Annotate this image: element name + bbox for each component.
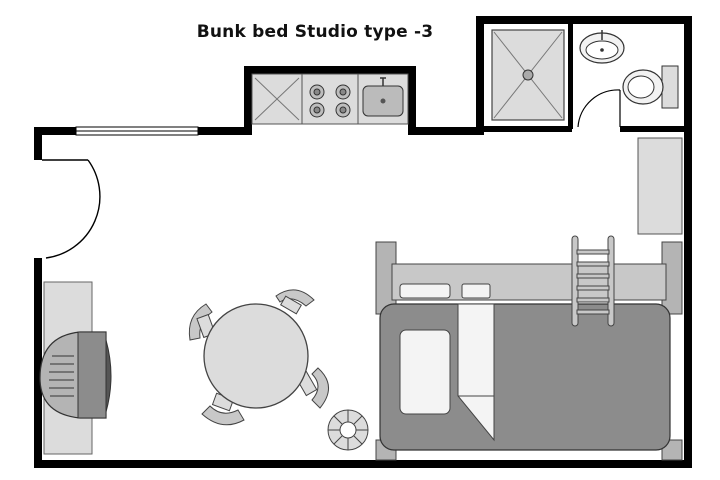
wall-left-upper (34, 127, 42, 160)
stove-burners-icon (301, 73, 359, 125)
wall-bath-top (476, 16, 692, 24)
bunk-bed-icon (375, 241, 683, 461)
wall-bath-right (684, 16, 692, 468)
round-table-icon (203, 303, 309, 409)
basin-icon (579, 30, 625, 64)
wall-kitchen-left (244, 66, 252, 135)
shower-tray-icon (491, 29, 565, 121)
counter-icon (251, 73, 303, 125)
toilet-icon (622, 65, 679, 109)
wall-bath-left (476, 16, 484, 135)
cabinet-icon (637, 137, 683, 235)
door-swing-icon (42, 159, 101, 259)
chair-icon (188, 289, 329, 426)
tv-icon (39, 281, 112, 455)
wall-shower-partition (568, 24, 573, 129)
wall-kitchen-top (244, 66, 416, 74)
window-icon (75, 126, 199, 136)
wall-left-lower (34, 258, 42, 468)
wall-bottom (34, 460, 692, 468)
wall-kitchen-right (408, 66, 416, 135)
wall-top-middle (408, 127, 484, 135)
sink-icon (357, 73, 409, 125)
ladder-icon (571, 235, 615, 327)
plan-title: Bunk bed Studio type -3 (196, 22, 434, 42)
stool-icon (327, 409, 369, 451)
wall-bath-inner-left (484, 126, 572, 132)
bath-door-swing-icon (577, 89, 621, 128)
wall-bath-inner-right (620, 126, 684, 132)
